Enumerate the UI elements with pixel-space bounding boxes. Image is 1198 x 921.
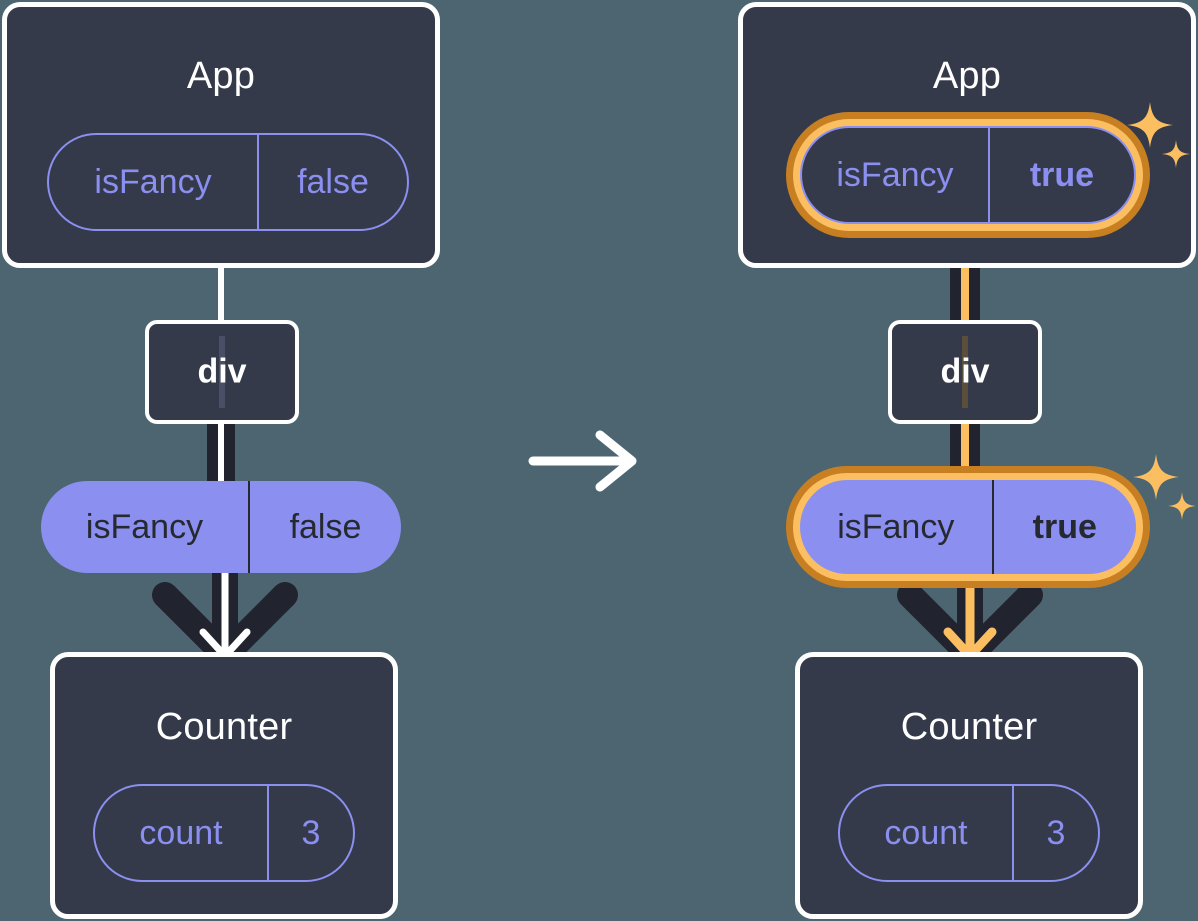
div-connector-ghost-after bbox=[962, 336, 968, 408]
app-panel-before: App isFancy false bbox=[2, 2, 440, 268]
prop-value-before: false bbox=[248, 481, 401, 573]
prop-value-after: true bbox=[991, 480, 1136, 574]
counter-state-value-after: 3 bbox=[1012, 786, 1098, 880]
counter-title-before: Counter bbox=[155, 706, 293, 748]
app-title-before: App bbox=[186, 55, 256, 97]
app-state-value-after: true bbox=[987, 128, 1134, 222]
div-connector-ghost-before bbox=[219, 336, 225, 408]
counter-panel-before: Counter count 3 bbox=[50, 652, 398, 919]
prop-name-before: isFancy bbox=[85, 507, 204, 546]
transition-arrow-icon bbox=[528, 430, 637, 492]
prop-pill-after[interactable]: isFancy true bbox=[800, 480, 1136, 574]
app-state-name-before: isFancy bbox=[94, 162, 212, 201]
connector-app-to-div-before bbox=[218, 215, 224, 322]
sparkles-icon-prop-after bbox=[1133, 454, 1196, 520]
prop-highlight-ring-after: isFancy true bbox=[786, 466, 1150, 588]
app-state-name-after: isFancy bbox=[836, 155, 954, 194]
prop-name-after: isFancy bbox=[837, 507, 955, 546]
connector-div-to-prop-gap-before bbox=[218, 420, 224, 490]
div-node-before: div bbox=[145, 320, 299, 424]
div-node-after: div bbox=[888, 320, 1042, 424]
counter-state-value-before: 3 bbox=[267, 786, 353, 880]
sparkles-icon-app-after bbox=[1127, 102, 1190, 168]
div-label-before: div bbox=[197, 352, 247, 391]
app-state-pill-after[interactable]: isFancy true bbox=[800, 126, 1136, 224]
counter-state-name-after: count bbox=[884, 813, 968, 852]
prop-pill-before[interactable]: isFancy false bbox=[41, 481, 401, 573]
prop-highlight-ring-inner-after: isFancy true bbox=[793, 473, 1143, 581]
app-state-highlight-ring-after: isFancy true bbox=[786, 112, 1150, 238]
app-state-highlight-ring-inner-after: isFancy true bbox=[793, 119, 1143, 231]
counter-panel-after: Counter count 3 bbox=[795, 652, 1143, 919]
app-state-pill-before[interactable]: isFancy false bbox=[47, 133, 409, 231]
div-label-after: div bbox=[940, 352, 990, 391]
counter-state-pill-after[interactable]: count 3 bbox=[838, 784, 1100, 882]
counter-state-pill-before[interactable]: count 3 bbox=[93, 784, 355, 882]
counter-state-name-before: count bbox=[139, 813, 223, 852]
app-title-after: App bbox=[932, 55, 1002, 97]
app-state-value-before: false bbox=[257, 135, 407, 229]
counter-title-after: Counter bbox=[900, 706, 1038, 748]
